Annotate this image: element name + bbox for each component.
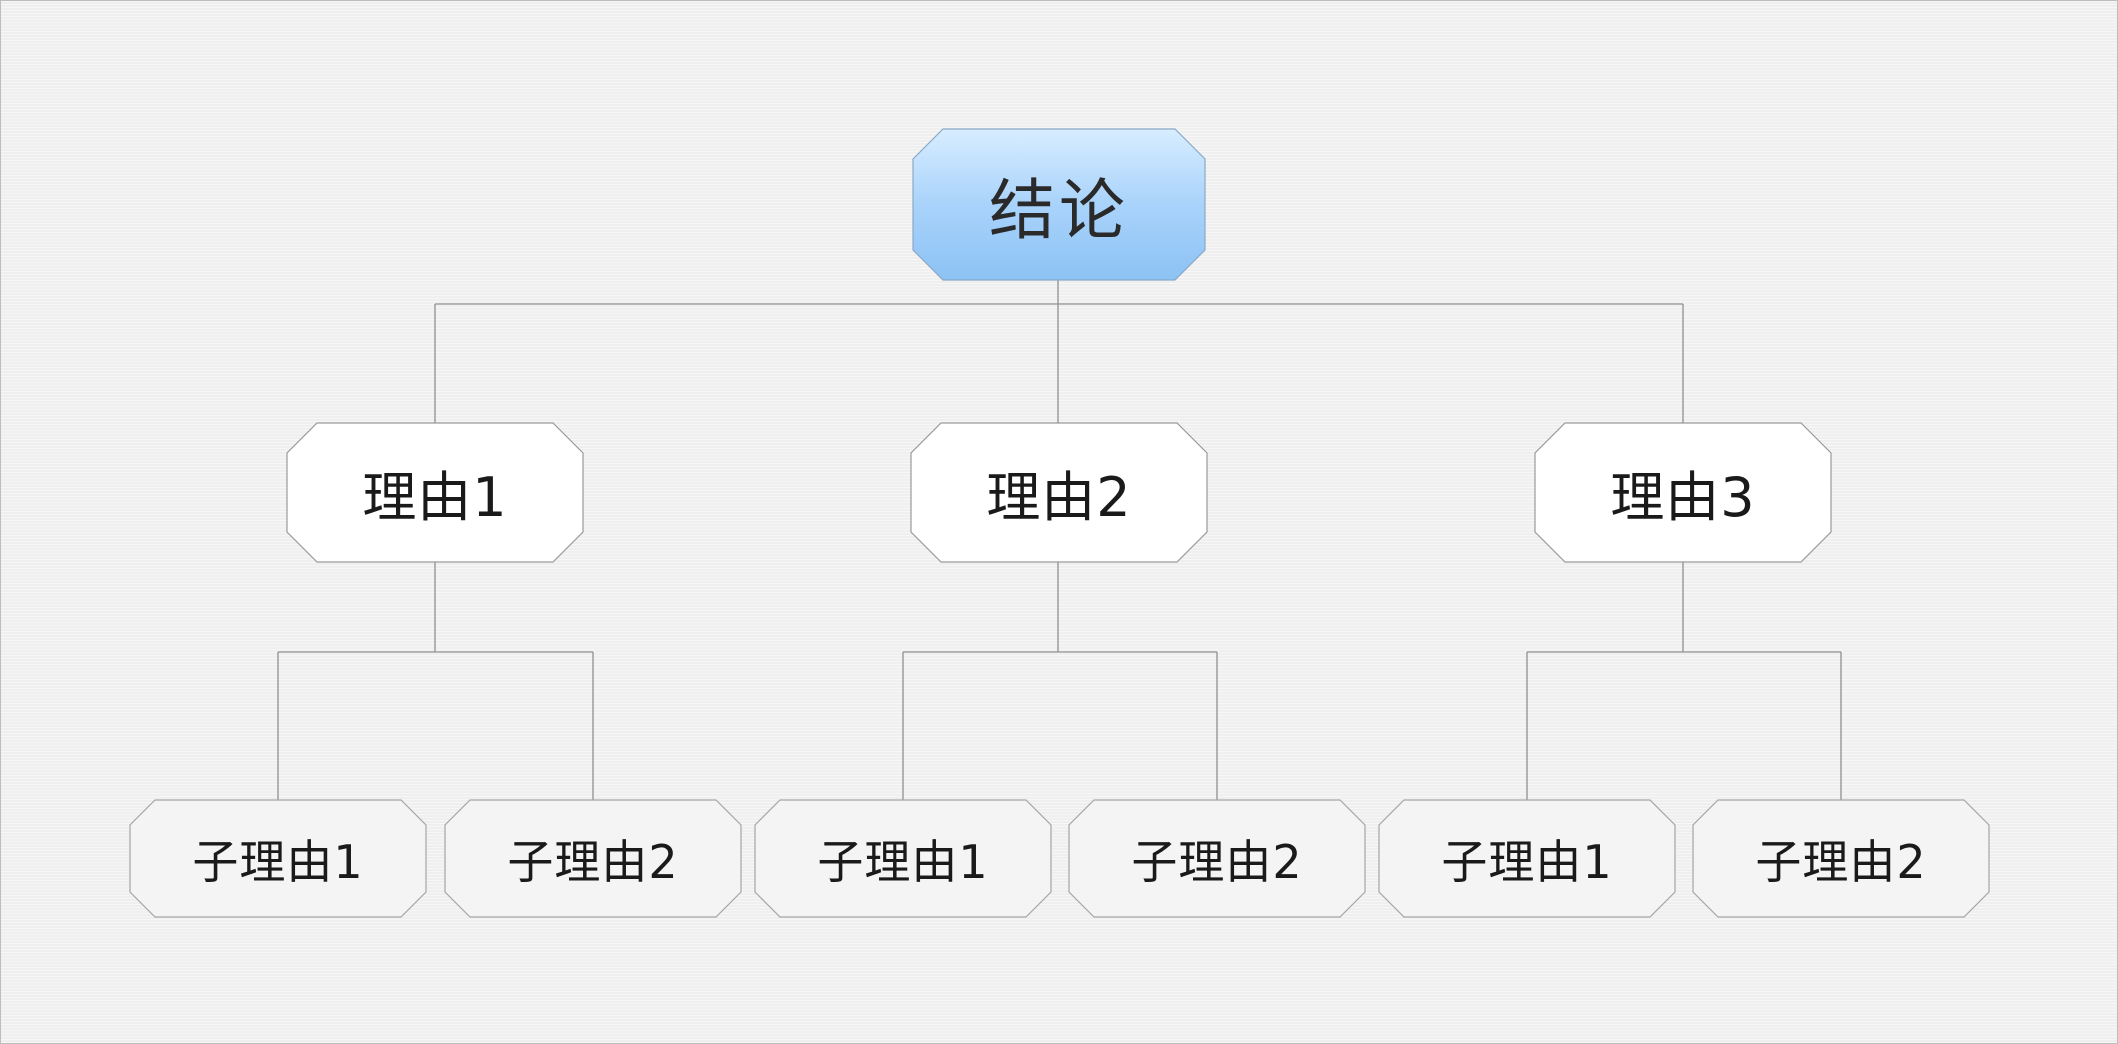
reason-node-3-shape	[1534, 422, 1832, 563]
sub-reason-label-3-1: 子理由1	[1441, 834, 1613, 889]
sub-reason-label-2-1: 子理由1	[817, 834, 989, 889]
conclusion-node-shape	[912, 128, 1206, 281]
sub-reason-label-1-2: 子理由2	[507, 834, 679, 889]
sub-reason-label-2-2: 子理由2	[1131, 834, 1303, 889]
sub-reason-node-3-1: 子理由1	[1378, 799, 1676, 918]
reason-node-3: 理由3	[1534, 422, 1832, 563]
sub-reason-node-2-1-shape	[754, 799, 1052, 918]
sub-reason-label-3-2: 子理由2	[1755, 834, 1927, 889]
sub-reason-node-1-1: 子理由1	[129, 799, 427, 918]
sub-reason-node-1-2: 子理由2	[444, 799, 742, 918]
reason-label-2: 理由2	[986, 466, 1132, 529]
sub-reason-node-1-2-shape	[444, 799, 742, 918]
sub-reason-node-3-2-shape	[1692, 799, 1990, 918]
reason-node-2: 理由2	[910, 422, 1208, 563]
reason-node-2-shape	[910, 422, 1208, 563]
reason-node-1-shape	[286, 422, 584, 563]
reason-label-3: 理由3	[1610, 466, 1756, 529]
sub-reason-label-1-1: 子理由1	[192, 834, 364, 889]
reason-label-1: 理由1	[362, 466, 508, 529]
reason-node-1: 理由1	[286, 422, 584, 563]
sub-reason-node-3-1-shape	[1378, 799, 1676, 918]
sub-reason-node-2-2-shape	[1068, 799, 1366, 918]
conclusion-node: 结论	[912, 128, 1206, 281]
sub-reason-node-1-1-shape	[129, 799, 427, 918]
sub-reason-node-2-1: 子理由1	[754, 799, 1052, 918]
sub-reason-node-3-2: 子理由2	[1692, 799, 1990, 918]
conclusion-label: 结论	[989, 171, 1129, 249]
sub-reason-node-2-2: 子理由2	[1068, 799, 1366, 918]
